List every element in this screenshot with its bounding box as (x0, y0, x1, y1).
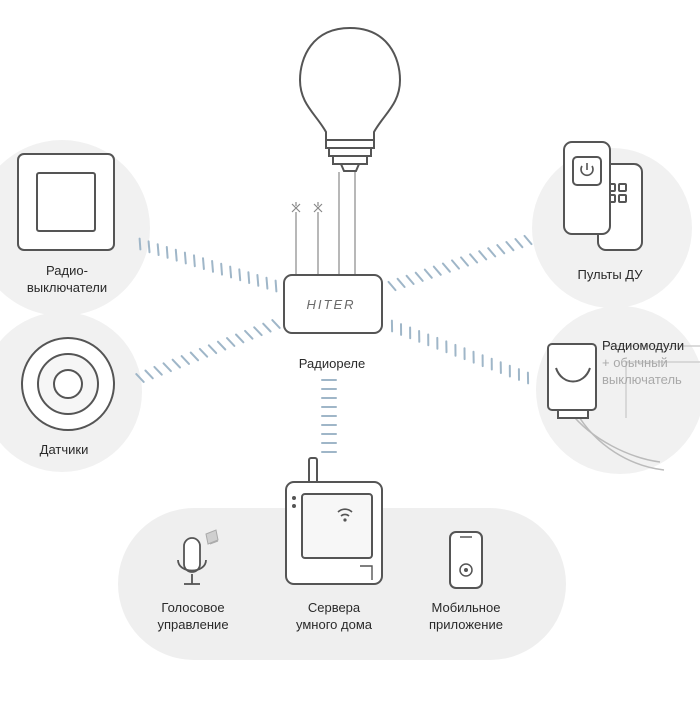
signal-switch-to-hub-stroke (239, 269, 240, 280)
server-label-line1: Сервера (284, 599, 384, 616)
signal-sensor-to-hub-stroke (173, 360, 180, 368)
wall-switch-icon (18, 154, 114, 250)
signal-sensor-to-hub-stroke (227, 338, 234, 346)
mobile-label-line1: Мобильное (418, 599, 514, 616)
voice-label: Голосовое управление (148, 599, 238, 633)
signal-remote-to-hub-stroke (389, 282, 396, 290)
signal-sensor-to-hub-stroke (209, 345, 216, 353)
signal-sensor-to-hub-stroke (236, 335, 243, 343)
signal-remote-to-hub-stroke (416, 273, 423, 281)
signal-switch-to-hub-stroke (248, 272, 249, 283)
signal-switch-to-hub (140, 239, 277, 292)
sensors-label: Датчики (14, 441, 114, 458)
signal-remote-to-hub-stroke (461, 257, 468, 265)
signal-sensor-to-hub-stroke (182, 356, 189, 364)
radio-modules-sub1: + обычный (602, 354, 684, 371)
signal-sensor-to-hub-stroke (191, 353, 198, 361)
signal-switch-to-hub-stroke (149, 241, 150, 252)
signal-remote-to-hub-stroke (470, 254, 477, 262)
mobile-label-line2: приложение (418, 616, 514, 633)
voice-label-line2: управление (148, 616, 238, 633)
voice-label-line1: Голосовое (148, 599, 238, 616)
signal-remote-to-hub-stroke (452, 260, 459, 268)
signal-remote-to-hub-stroke (525, 236, 532, 244)
signal-switch-to-hub-stroke (203, 258, 204, 269)
signal-remote-to-hub-stroke (515, 239, 522, 247)
signal-remote-to-hub-stroke (425, 270, 432, 278)
signal-switch-to-hub-stroke (194, 255, 195, 266)
signal-remote-to-hub-stroke (407, 276, 414, 284)
smartphone-icon (450, 532, 482, 588)
relay-hub: HITER (284, 275, 382, 333)
radio-modules-label: Радиомодули + обычный выключатель (602, 337, 684, 388)
server-label-line2: умного дома (284, 616, 384, 633)
signal-sensor-to-hub-stroke (145, 371, 152, 379)
signal-sensor-to-hub-stroke (218, 342, 225, 350)
mobile-label: Мобильное приложение (418, 599, 514, 633)
signal-sensor-to-hub (136, 320, 279, 382)
signal-switch-to-hub-stroke (158, 244, 159, 255)
server-label: Сервера умного дома (284, 599, 384, 633)
signal-switch-to-hub-stroke (212, 261, 213, 272)
signal-sensor-to-hub-stroke (200, 349, 207, 357)
signal-remote-to-hub-stroke (398, 279, 405, 287)
signal-sensor-to-hub-stroke (154, 367, 161, 375)
switches-label-line2: выключатели (22, 279, 112, 296)
signal-sensor-to-hub-stroke (164, 363, 171, 371)
signal-sensor-to-hub-stroke (254, 327, 261, 335)
switches-label-line1: Радио- (22, 262, 112, 279)
radio-signals (136, 236, 531, 452)
smart-home-server-icon (286, 458, 382, 584)
signal-switch-to-hub-stroke (140, 239, 141, 250)
switches-label: Радио- выключатели (22, 262, 112, 296)
light-bulb-icon (300, 28, 400, 171)
signal-remote-to-hub-stroke (506, 242, 513, 250)
hub-brand: HITER (307, 297, 356, 312)
relay-wires (292, 172, 355, 276)
signal-sensor-to-hub-stroke (263, 324, 270, 332)
signal-remote-to-hub-stroke (434, 267, 441, 275)
round-sensor-icon (22, 338, 114, 430)
signal-remote-to-hub-stroke (497, 245, 504, 253)
hub-label: Радиореле (282, 355, 382, 372)
signal-switch-to-hub-stroke (267, 278, 268, 289)
signal-remote-to-hub-stroke (479, 251, 486, 259)
radio-modules-sub2: выключатель (602, 371, 684, 388)
signal-remote-to-hub (389, 236, 532, 290)
signal-switch-to-hub-stroke (221, 264, 222, 275)
signal-switch-to-hub-stroke (276, 281, 277, 292)
radio-modules-title: Радиомодули (602, 337, 684, 354)
signal-remote-to-hub-stroke (488, 248, 495, 256)
signal-sensor-to-hub-stroke (272, 320, 279, 328)
signal-switch-to-hub-stroke (185, 253, 186, 264)
signal-hub-to-server (322, 380, 336, 452)
signal-switch-to-hub-stroke (230, 267, 231, 278)
signal-remote-to-hub-stroke (443, 264, 450, 272)
remotes-label: Пульты ДУ (560, 266, 660, 283)
signal-switch-to-hub-stroke (257, 275, 258, 286)
signal-module-to-hub (392, 321, 528, 384)
signal-switch-to-hub-stroke (176, 250, 177, 261)
signal-sensor-to-hub-stroke (245, 331, 252, 339)
signal-switch-to-hub-stroke (167, 247, 168, 258)
